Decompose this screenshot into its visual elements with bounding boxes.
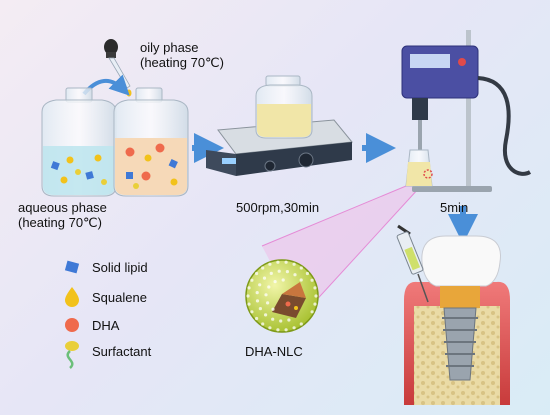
stirring-label: 500rpm,30min — [236, 200, 320, 215]
oil-mixture-bottle — [113, 87, 189, 197]
oily-phase-line1: oily phase — [140, 40, 199, 55]
aqueous-bottle — [41, 87, 117, 197]
legend-label-solid-lipid: Solid lipid — [92, 260, 148, 275]
droplet-icon — [65, 287, 79, 307]
legend-label-squalene: Squalene — [92, 290, 147, 305]
aqueous-phase-line1: aqueous phase — [18, 200, 107, 215]
magnetic-stirrer-icon — [206, 75, 353, 176]
legend-label-surfactant: Surfactant — [92, 344, 152, 359]
oily-phase-label: oily phase (heating 70℃) — [140, 40, 224, 70]
aqueous-phase-line2: (heating 70℃) — [18, 215, 102, 230]
nanoparticle-icon — [245, 259, 319, 333]
homogenize-label: 5min — [440, 200, 469, 215]
aqueous-phase-label: aqueous phase (heating 70℃) — [18, 200, 107, 230]
sphere-icon — [65, 318, 79, 332]
syringe-icon — [396, 224, 429, 303]
legend — [64, 260, 80, 369]
tooth-implant-icon — [404, 235, 510, 405]
dropper-icon — [104, 39, 132, 97]
product-label: DHA-NLC — [245, 344, 303, 359]
legend-label-dha: DHA — [92, 318, 120, 333]
oily-phase-line2: (heating 70℃) — [140, 55, 224, 70]
surfactant-icon — [65, 341, 79, 369]
homogenizer-icon — [401, 30, 532, 192]
cube-icon — [64, 260, 80, 274]
